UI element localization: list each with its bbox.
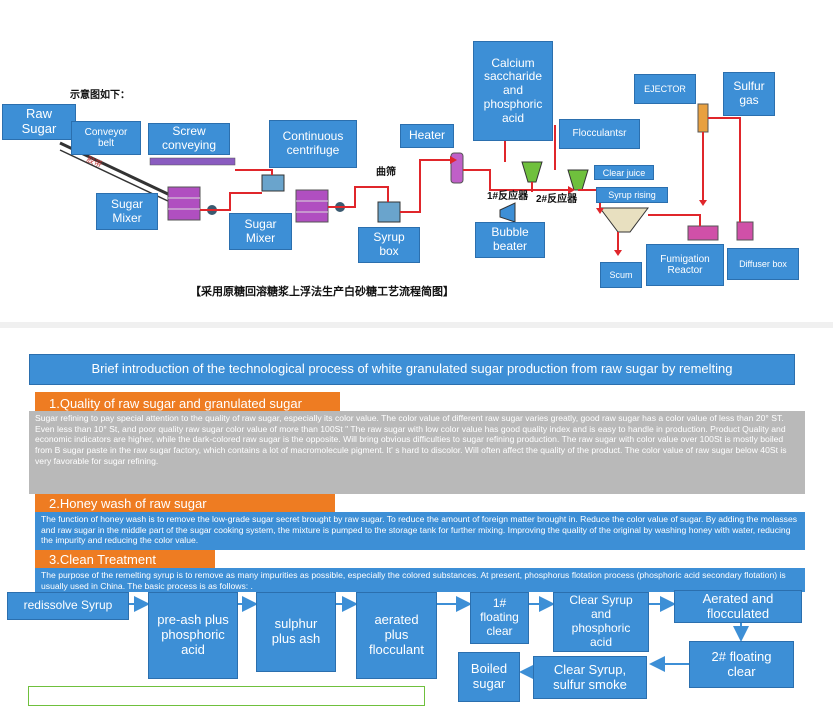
sugar-mixer-2-tank (295, 189, 329, 223)
flow-clear-syrup-phosphoric: Clear Syrup and phosphoric acid (553, 592, 649, 652)
label-scum: Scum (600, 262, 642, 288)
sugar-mixer-1-tank (167, 186, 201, 221)
label-sugar-mixer-1: Sugar Mixer (96, 193, 158, 230)
label-ejector: EJECTOR (634, 74, 696, 104)
section-1-title: 1.Quality of raw sugar and granulated su… (35, 392, 340, 414)
screw-conveyor (149, 157, 236, 166)
flotation-tank (599, 207, 649, 233)
label-sugar-mixer-2: Sugar Mixer (229, 213, 292, 250)
empty-text-box (28, 686, 425, 706)
diagram-title: 【采用原糖回溶糖浆上浮法生产白砂糖工艺流程简图】 (190, 286, 454, 298)
section-3-title: 3.Clean Treatment (35, 550, 215, 568)
label-continuous-centrifuge: Continuous centrifuge (269, 120, 357, 168)
label-raw-sugar: Raw Sugar (2, 104, 76, 140)
reactor-1 (521, 161, 543, 183)
process-pipes: 胶带 (59, 87, 754, 256)
label-syrup-rising: Syrup rising (596, 187, 668, 203)
label-flocculant: Flocculantsr (559, 119, 640, 149)
arrow-markers (450, 156, 707, 256)
label-fumigation-reactor: Fumigation Reactor (646, 244, 724, 286)
flow-clear-syrup-sulfur: Clear Syrup, sulfur smoke (533, 656, 647, 699)
label-bubble-beater: Bubble beater (475, 222, 545, 258)
label-diffuser-box: Diffuser box (727, 248, 799, 280)
flow-aerated-flocculant: aerated plus flocculant (356, 592, 437, 679)
fumigation-reactor-unit (687, 225, 719, 241)
process-diagram: 胶带 (0, 0, 833, 322)
section-2-title: 2.Honey wash of raw sugar (35, 494, 335, 513)
section-2-body: The function of honey wash is to remove … (35, 512, 805, 550)
reactor-2-label: 2#反应器 (536, 192, 578, 205)
label-syrup-box: Syrup box (358, 227, 420, 263)
label-heater: Heater (400, 124, 454, 148)
reactor-1-label: 1#反应器 (487, 189, 529, 202)
section-divider (0, 322, 833, 328)
label-screw-conveying: Screw conveying (148, 123, 230, 155)
flow-1-floating-clear: 1# floating clear (470, 592, 529, 644)
label-sulfur-gas: Sulfur gas (723, 72, 775, 116)
section-3-body: The purpose of the remelting syrup is to… (35, 568, 805, 592)
sieve-cn-label: 曲筛 (376, 165, 396, 178)
section-1-body: Sugar refining to pay special attention … (29, 411, 805, 494)
diagram-caption-label: 示意图如下： (70, 90, 130, 101)
intro-heading: Brief introduction of the technological … (29, 354, 795, 385)
flow-preash: pre-ash plus phosphoric acid (148, 592, 238, 679)
flow-redissolve-syrup: redissolve Syrup (7, 592, 129, 620)
flow-sulphur-ash: sulphur plus ash (256, 592, 336, 672)
label-clear-juice: Clear juice (594, 165, 654, 180)
flow-boiled-sugar: Boiled sugar (458, 652, 520, 702)
label-calcium: Calcium saccharide and phosphoric acid (473, 41, 553, 141)
diffuser-box-unit (736, 221, 754, 241)
flow-2-floating-clear: 2# floating clear (689, 641, 794, 688)
label-conveyor-belt: Conveyor belt (71, 121, 141, 155)
flow-aerated-flocculated: Aerated and flocculated (674, 590, 802, 623)
